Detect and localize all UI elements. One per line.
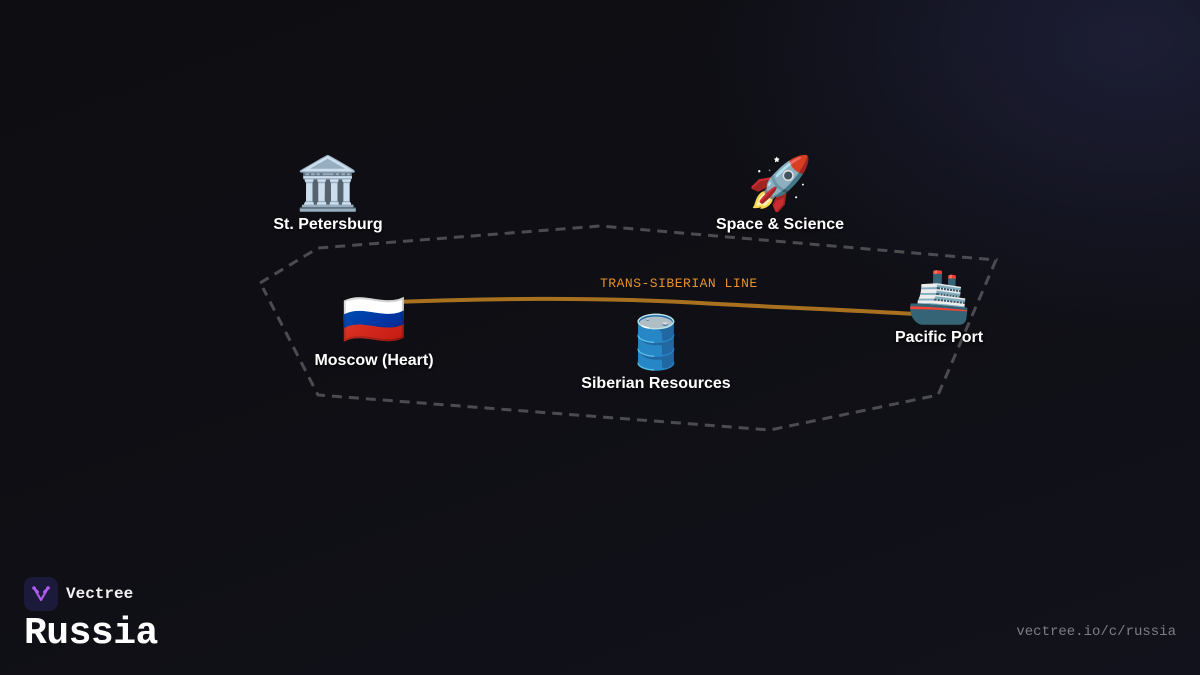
brand[interactable]: Vectree	[24, 577, 133, 611]
node-label: Siberian Resources	[581, 375, 731, 392]
node-moscow[interactable]: 🇷🇺 Moscow (Heart)	[314, 290, 433, 370]
page-url[interactable]: vectree.io/c/russia	[1016, 624, 1176, 640]
node-label: St. Petersburg	[273, 216, 383, 233]
classical-building-icon: 🏛️	[295, 154, 361, 214]
rocket-icon: 🚀	[747, 154, 813, 214]
node-siberian-resources[interactable]: 🛢️ Siberian Resources	[581, 313, 730, 393]
region-boundary	[259, 224, 999, 432]
node-label: Pacific Port	[894, 329, 984, 346]
brand-name: Vectree	[66, 585, 134, 603]
node-label: Space & Science	[715, 216, 845, 233]
node-label: Moscow (Heart)	[314, 352, 434, 369]
ship-icon: 🚢	[906, 267, 972, 327]
page-title: Russia	[24, 612, 158, 655]
trans-siberian-route	[370, 296, 952, 318]
route-label: TRANS-SIBERIAN LINE	[600, 276, 758, 291]
node-space-science[interactable]: 🚀 Space & Science	[716, 154, 844, 234]
russia-flag-icon: 🇷🇺	[341, 290, 407, 350]
oil-drum-icon: 🛢️	[623, 313, 689, 373]
node-st-petersburg[interactable]: 🏛️ St. Petersburg	[273, 154, 382, 234]
vectree-logo-icon	[24, 577, 58, 611]
node-pacific-port[interactable]: 🚢 Pacific Port	[895, 267, 983, 347]
